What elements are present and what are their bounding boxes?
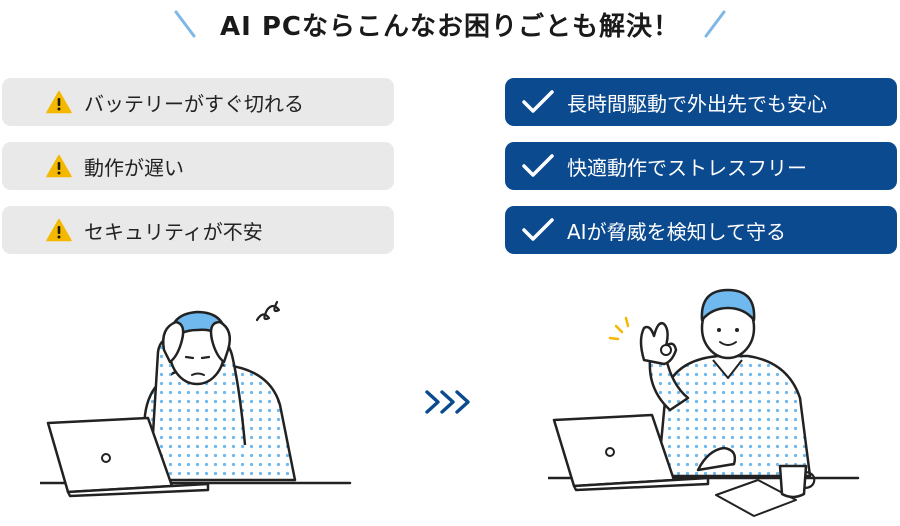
warning-icon [46, 90, 72, 114]
page-title: AI PCならこんなお困りごとも解決！ [220, 11, 680, 42]
problem-label: セキュリティが不安 [84, 219, 263, 244]
troubled-person-illustration [40, 300, 352, 498]
problem-label: バッテリーがすぐ切れる [84, 91, 304, 116]
problem-label: 動作が遅い [84, 155, 184, 180]
chevron-right-icon [425, 390, 470, 414]
problem-item: セキュリティが不安 [2, 206, 394, 254]
check-icon [522, 154, 554, 177]
check-icon [522, 218, 554, 241]
solution-item: AIが脅威を検知して守る [505, 206, 897, 254]
problem-item: バッテリーがすぐ切れる [2, 78, 394, 126]
problem-list: バッテリーがすぐ切れる 動作が遅い セキュリティが不安 [2, 78, 394, 270]
solution-label: 快適動作でストレスフリー [567, 155, 807, 180]
solution-item: 快適動作でストレスフリー [505, 142, 897, 190]
warning-icon [46, 218, 72, 242]
right-accent-slash-icon [704, 10, 726, 38]
left-accent-slash-icon [174, 10, 196, 38]
solution-label: 長時間駆動で外出先でも安心 [567, 91, 827, 116]
solution-item: 長時間駆動で外出先でも安心 [505, 78, 897, 126]
check-icon [522, 90, 554, 113]
solution-list: 長時間駆動で外出先でも安心 快適動作でストレスフリー AIが脅威を検知して守る [505, 78, 897, 270]
warning-icon [46, 154, 72, 178]
headline: AI PCならこんなお困りごとも解決！ [0, 0, 900, 48]
solution-label: AIが脅威を検知して守る [567, 219, 786, 244]
happy-person-illustration [548, 288, 860, 517]
problem-item: 動作が遅い [2, 142, 394, 190]
